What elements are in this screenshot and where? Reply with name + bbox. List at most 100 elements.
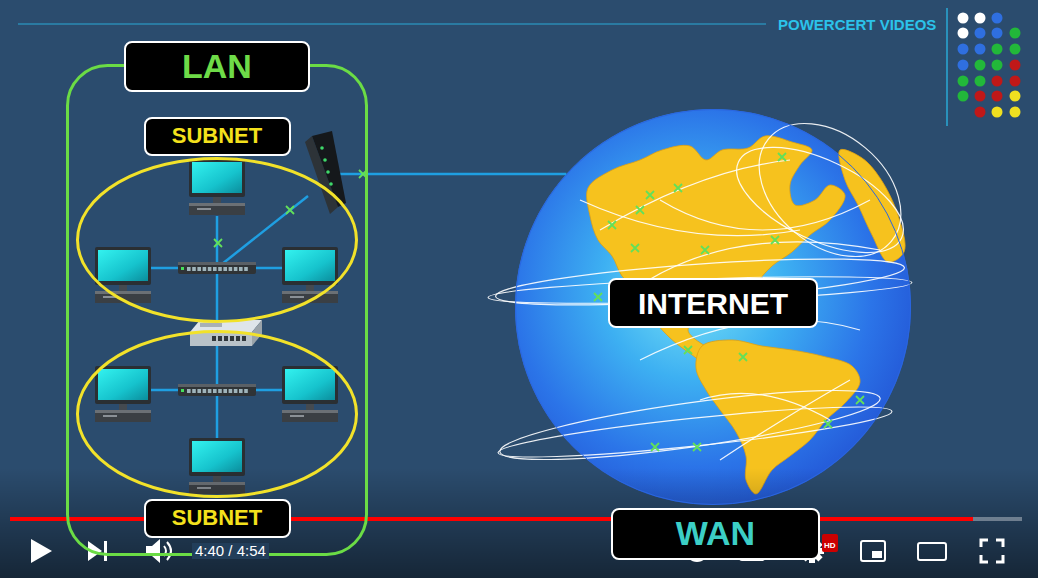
switch-port — [244, 389, 248, 393]
switch-port — [213, 267, 217, 271]
switch-port — [187, 389, 191, 393]
switch-icon — [178, 262, 256, 274]
logo-dot — [975, 60, 986, 71]
monitor-stand — [306, 404, 314, 410]
title-plate: SUBNET — [144, 117, 291, 156]
link-marker — [651, 443, 659, 451]
modem-light — [329, 182, 333, 186]
monitor-screen — [98, 250, 148, 281]
router-badge — [200, 323, 222, 327]
switch-top — [178, 262, 256, 265]
logo-dot — [992, 60, 1003, 71]
switch-port — [197, 267, 201, 271]
switch-port — [223, 389, 227, 393]
drive-slot — [290, 296, 304, 298]
volume-wave — [167, 542, 171, 560]
link-marker — [701, 246, 709, 254]
orbit-line — [722, 126, 919, 275]
subnet-ellipse: SUBNET — [76, 157, 358, 323]
monitor-stand — [119, 404, 127, 410]
drive-slot — [290, 415, 304, 417]
network-cabling — [150, 174, 368, 440]
desktop-case-top — [282, 410, 338, 413]
hd-badge-wrap: HD — [822, 534, 838, 552]
logo-dot — [975, 13, 986, 24]
switch-port — [203, 267, 207, 271]
node-title: LAN — [182, 48, 252, 85]
switch-icon — [178, 384, 256, 396]
logo-dot — [992, 13, 1003, 24]
fullscreen-icon — [981, 540, 1003, 562]
link-marker — [286, 206, 294, 214]
node-title: WAN — [676, 515, 755, 552]
logo-dot — [975, 91, 986, 102]
desktop-case-top — [95, 291, 151, 294]
header-rule — [18, 24, 766, 25]
wan-box: WAN — [611, 508, 820, 560]
node-title: SUBNET — [172, 506, 262, 530]
logo-dot — [1010, 91, 1021, 102]
monitor-frame — [282, 366, 338, 404]
theater-icon — [918, 543, 946, 560]
switch-port — [244, 267, 248, 271]
switch-port — [218, 389, 222, 393]
link-marker — [594, 293, 602, 301]
orbit-line — [733, 96, 926, 283]
monitor-screen — [192, 162, 242, 193]
channel-watermark: POWERCERT VIDEOS — [778, 16, 936, 33]
globe-border — [516, 110, 911, 505]
link-marker — [693, 443, 701, 451]
logo-dot — [975, 76, 986, 87]
modem-light — [323, 158, 327, 162]
link-marker — [608, 221, 616, 229]
subnet-ellipse: SUBNET — [76, 330, 358, 498]
continent — [587, 136, 846, 362]
video-time: 4:40 / 4:54 — [195, 542, 266, 559]
channel-watermark-wrap: POWERCERT VIDEOS — [778, 17, 936, 33]
switch-port — [192, 267, 196, 271]
switch-led — [181, 389, 184, 392]
computer-icon — [282, 247, 338, 303]
switch-port — [213, 389, 217, 393]
router-port — [212, 336, 216, 341]
orbit-line — [720, 380, 850, 460]
orbit-line — [700, 393, 830, 420]
desktop-case — [189, 203, 245, 215]
desktop-case-top — [282, 291, 338, 294]
router-port — [224, 336, 228, 341]
drive-slot — [197, 208, 211, 210]
monitor-frame — [189, 159, 245, 197]
switch-top — [178, 384, 256, 387]
router-port — [218, 336, 222, 341]
volume-icon — [146, 539, 160, 563]
monitor-stand — [213, 197, 221, 203]
link-marker — [631, 244, 639, 252]
link-marker — [646, 191, 654, 199]
switch-port — [208, 267, 212, 271]
control-fade — [0, 468, 1038, 578]
globe-sphere — [515, 109, 911, 505]
orbit-line — [600, 160, 790, 230]
switch-port — [203, 389, 207, 393]
switch-port — [234, 389, 238, 393]
modem-light — [326, 170, 330, 174]
region-border — [68, 66, 367, 555]
router-port — [242, 336, 246, 341]
devices — [95, 131, 346, 494]
monitor-frame — [95, 247, 151, 285]
logo-dot — [1010, 60, 1021, 71]
monitor-screen — [192, 441, 242, 472]
switch-port — [234, 267, 238, 271]
network-link — [368, 173, 566, 176]
node-outline — [76, 157, 358, 323]
desktop-case-top — [95, 410, 151, 413]
switch-body — [178, 384, 256, 396]
globe-illustration — [488, 96, 927, 505]
monitor-screen — [98, 369, 148, 400]
monitor-stand — [119, 285, 127, 291]
logo-dot — [992, 28, 1003, 39]
switch-port — [218, 267, 222, 271]
orbit-line — [660, 200, 870, 230]
link-marker — [771, 236, 779, 244]
monitor-screen — [285, 250, 335, 281]
